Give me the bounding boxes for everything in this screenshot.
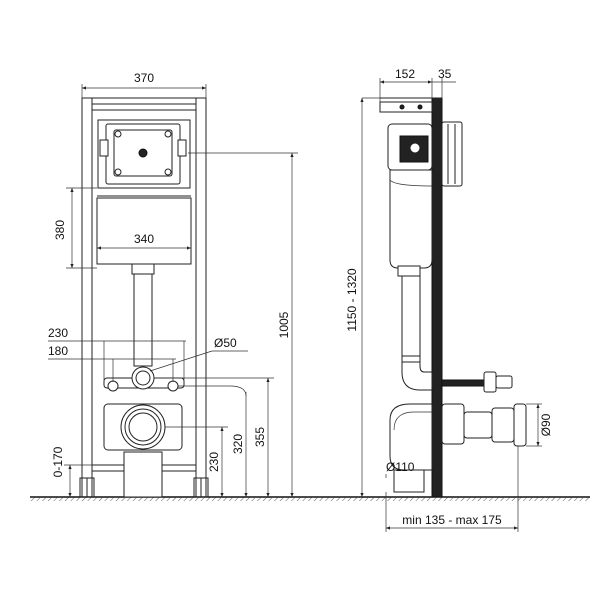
dim-230-height: 230 (165, 426, 228, 497)
dim-diameter-50: Ø50 (149, 336, 248, 372)
label-355: 355 (253, 427, 267, 447)
label-230-spacing: 230 (48, 326, 68, 340)
dim-diameter-110: Ø110 (385, 460, 415, 478)
dim-152: 152 (379, 67, 433, 102)
waste-bend (389, 403, 433, 471)
frame-right-post (195, 97, 207, 498)
label-diameter-50: Ø50 (214, 336, 237, 350)
cistern-side (389, 169, 433, 269)
waste-outlet-side (393, 469, 425, 493)
label-diameter-90: Ø90 (539, 413, 553, 436)
label-230-height: 230 (207, 452, 221, 472)
dim-230-spacing: 230 (48, 326, 186, 380)
side-view: 152 35 1150 - 1320 Ø110 Ø90 min 135 - m (345, 67, 553, 532)
cistern (96, 197, 192, 265)
frame-left-post (81, 97, 93, 498)
label-1150-1320: 1150 - 1320 (345, 268, 359, 331)
dim-min-max: min 135 - max 175 (385, 446, 519, 532)
flush-pipe-side (401, 275, 421, 357)
label-1005: 1005 (277, 311, 291, 338)
label-min-max: min 135 - max 175 (402, 513, 502, 527)
dim-diameter-90: Ø90 (526, 403, 553, 447)
frame-upright (431, 97, 443, 498)
dim-1150-1320: 1150 - 1320 (345, 97, 380, 497)
front-view: 370 340 380 230 180 Ø50 (48, 71, 298, 498)
right-anchor-bolt (167, 380, 179, 392)
dim-370: 370 (81, 71, 207, 98)
connector-rod (441, 379, 485, 387)
label-340: 340 (134, 232, 154, 246)
flush-pipe (133, 273, 153, 367)
floor (30, 496, 590, 501)
label-320: 320 (231, 434, 245, 454)
label-370: 370 (134, 71, 154, 85)
dim-380: 380 (53, 187, 97, 269)
top-bracket (379, 101, 433, 113)
dim-35: 35 (432, 67, 456, 98)
label-380: 380 (53, 220, 67, 240)
waste-pipe (123, 451, 163, 498)
left-anchor-bolt (107, 380, 119, 392)
dim-0-170: 0-170 (51, 446, 92, 497)
dim-180-spacing: 180 (48, 344, 176, 382)
waste-connector (463, 411, 493, 439)
label-0-170: 0-170 (51, 446, 65, 477)
dim-355: 355 (154, 377, 274, 497)
valve-icon (138, 148, 148, 158)
label-35: 35 (438, 67, 452, 81)
label-152: 152 (395, 67, 415, 81)
label-180-spacing: 180 (48, 344, 68, 358)
label-diameter-110: Ø110 (386, 460, 415, 474)
dim-320: 320 (178, 385, 248, 497)
flush-connector (495, 375, 513, 389)
wall-plate-frame (441, 121, 463, 187)
dim-1005: 1005 (188, 152, 298, 497)
dim-340: 340 (97, 232, 191, 250)
